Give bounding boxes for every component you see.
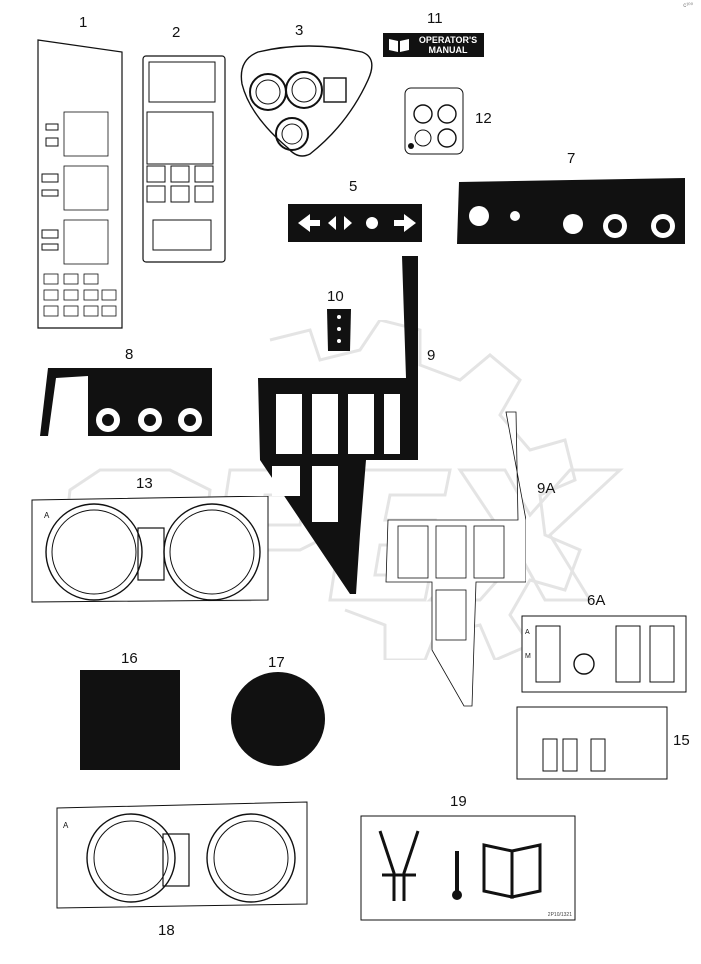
callout-1: 1 — [79, 14, 88, 31]
callout-9: 9 — [427, 347, 436, 364]
gauge-13-letter-a: A — [44, 511, 50, 520]
callout-17: 17 — [268, 654, 285, 671]
callout-16: 16 — [121, 650, 138, 667]
part-9a-switch-frame-outline — [385, 411, 526, 707]
gauge-18-letter-a: A — [63, 821, 69, 830]
callout-6a: 6A — [587, 592, 606, 609]
decal-11-line2: MANUAL — [428, 45, 468, 55]
part-9-switch-frame — [258, 256, 418, 594]
part-16-black-square — [80, 670, 180, 770]
callout-18: 18 — [158, 922, 175, 939]
decal-11-line1: OPERATOR'S — [418, 35, 478, 45]
decal-19-code: 2P10/1321 — [547, 912, 572, 918]
gauge-6a-letter-m: M — [525, 653, 531, 660]
part-10-small-decal — [327, 309, 351, 351]
open-book-icon — [389, 39, 409, 52]
part-12-switch-decal — [404, 87, 464, 155]
part-3-control-pod — [240, 45, 373, 157]
part-2-display-panel — [142, 55, 226, 263]
part-15-switch-panel — [516, 706, 668, 780]
part-6a-gauge-panel: A M — [521, 615, 687, 693]
gauge-6a-letter-a: A — [525, 629, 530, 636]
callout-2: 2 — [172, 24, 181, 41]
part-7-knob-panel — [457, 178, 685, 244]
callout-9a: 9A — [537, 480, 556, 497]
callout-8: 8 — [125, 346, 134, 363]
part-11-operators-manual-decal: OPERATOR'S MANUAL — [383, 33, 484, 57]
callout-3: 3 — [295, 22, 304, 39]
part-17-black-circle — [231, 672, 325, 766]
part-1-switch-panel — [37, 39, 123, 329]
part-19-symbol-decal: 2P10/1321 — [360, 815, 576, 921]
callout-11: 11 — [427, 10, 443, 27]
thermometer-icon — [452, 851, 462, 900]
part-13-gauge-panel: A — [31, 496, 269, 603]
part-8-knob-panel — [40, 368, 212, 436]
callout-13: 13 — [136, 475, 153, 492]
callout-7: 7 — [567, 150, 576, 167]
part-5-indicator-strip — [288, 204, 422, 242]
open-book-icon — [482, 843, 542, 899]
callout-19: 19 — [450, 793, 467, 810]
callout-12: 12 — [475, 110, 492, 127]
corner-mark: c¹⁰⁰ — [683, 3, 693, 9]
callout-5: 5 — [349, 178, 358, 195]
part-18-gauge-panel: A — [56, 801, 308, 909]
callout-10: 10 — [327, 288, 344, 305]
sub-arrow-icon — [378, 830, 420, 901]
callout-15: 15 — [673, 732, 690, 749]
